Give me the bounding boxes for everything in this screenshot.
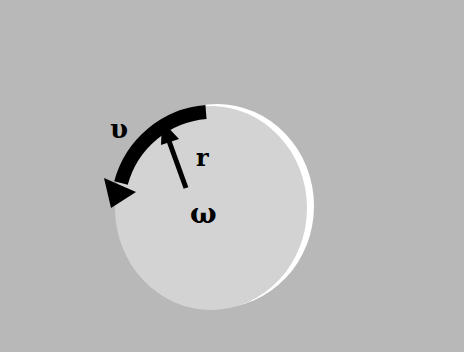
velocity-arc: [121, 112, 206, 183]
velocity-arrowhead: [104, 178, 136, 208]
velocity-label: υ: [110, 116, 128, 142]
radius-line: [169, 141, 186, 188]
disc-face: [115, 106, 307, 310]
angular-velocity-label: ω: [190, 200, 217, 228]
radius-arrowhead: [161, 121, 179, 145]
radius-label: r: [196, 146, 209, 170]
